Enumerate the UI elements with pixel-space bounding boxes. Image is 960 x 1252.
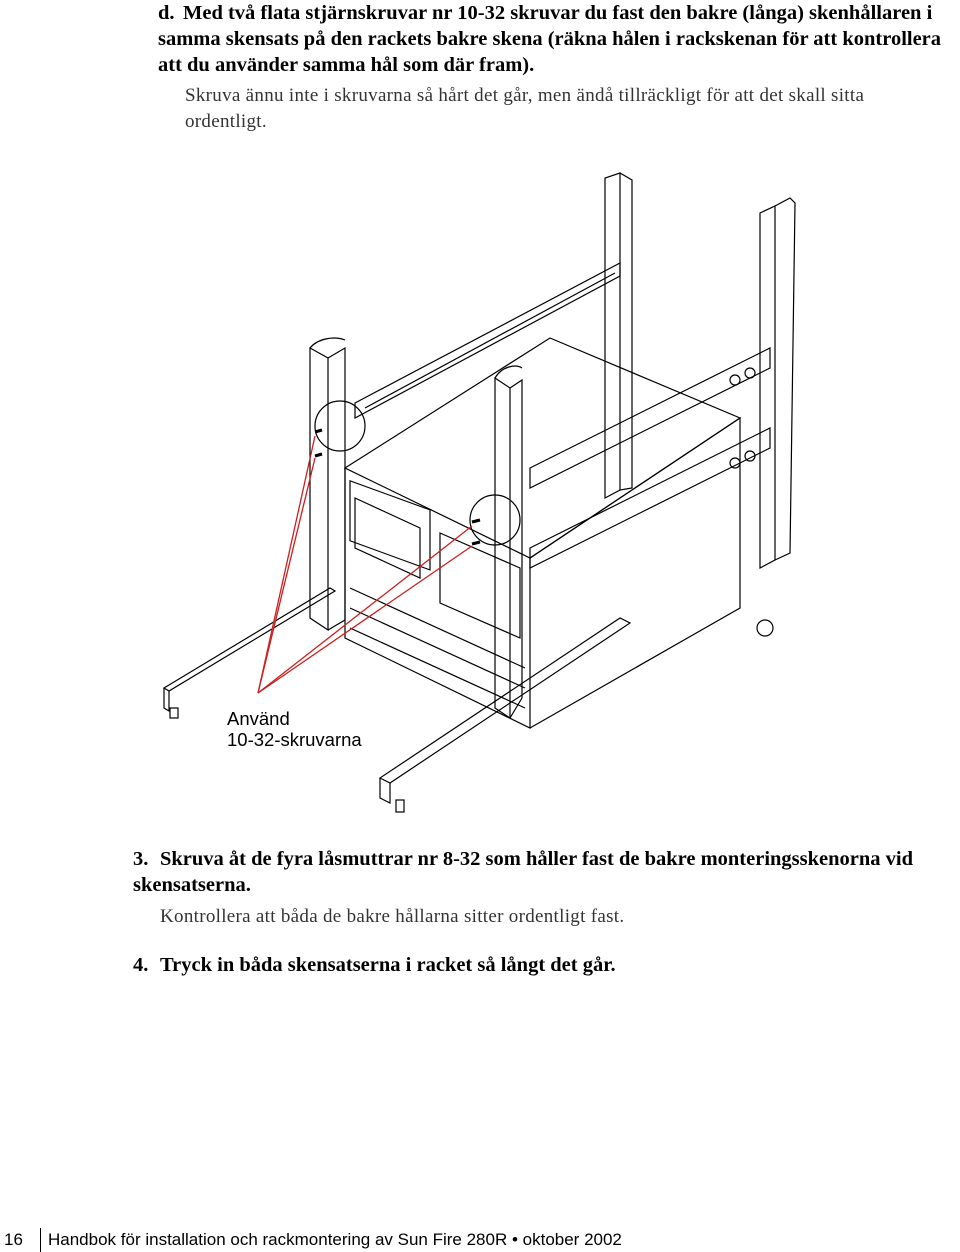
step-3-note: Kontrollera att båda de bakre hållarna s… xyxy=(160,906,625,927)
step-4: 4. Tryck in båda skensatserna i racket så… xyxy=(133,952,953,978)
callout-line-1: Använd xyxy=(227,708,290,729)
step-d-note: Skruva ännu inte i skruvarna så hårt det… xyxy=(185,85,865,132)
slide-rail-upper xyxy=(354,262,621,420)
figure-callout: Använd 10-32-skruvarna xyxy=(227,708,362,750)
rack-mount-illustration xyxy=(150,168,810,828)
rear-uprights xyxy=(604,172,796,569)
callout-leader-lines xyxy=(257,435,473,694)
footer-title: Handbok för installation och rackmonteri… xyxy=(48,1230,622,1249)
callout-line-2: 10-32-skruvarna xyxy=(227,729,362,750)
footer-divider xyxy=(0,1228,41,1252)
step-d-marker: d. xyxy=(158,2,175,24)
screw-callout-circles xyxy=(314,400,521,546)
page-number: 16 xyxy=(4,1230,23,1249)
step-4-text: Tryck in båda skensatserna i racket så l… xyxy=(160,954,616,976)
rack-base xyxy=(162,587,632,813)
step-d-text: Med två flata stjärnskruvar nr 10-32 skr… xyxy=(158,2,942,76)
step-3-text: Skruva åt de fyra låsmuttrar nr 8-32 som… xyxy=(133,848,914,896)
server-chassis xyxy=(343,337,742,729)
front-left-upright xyxy=(309,337,346,632)
step-3: 3.Skruva åt de fyra låsmuttrar nr 8-32 s… xyxy=(133,846,953,898)
step-3-number: 3. xyxy=(133,848,149,870)
step-4-number: 4. xyxy=(133,954,149,976)
page-footer: 16 Handbok för installation och rackmont… xyxy=(0,1228,960,1252)
step-d: d.Med två flata stjärnskruvar nr 10-32 s… xyxy=(158,0,948,78)
rear-mounting-rails xyxy=(529,347,774,637)
